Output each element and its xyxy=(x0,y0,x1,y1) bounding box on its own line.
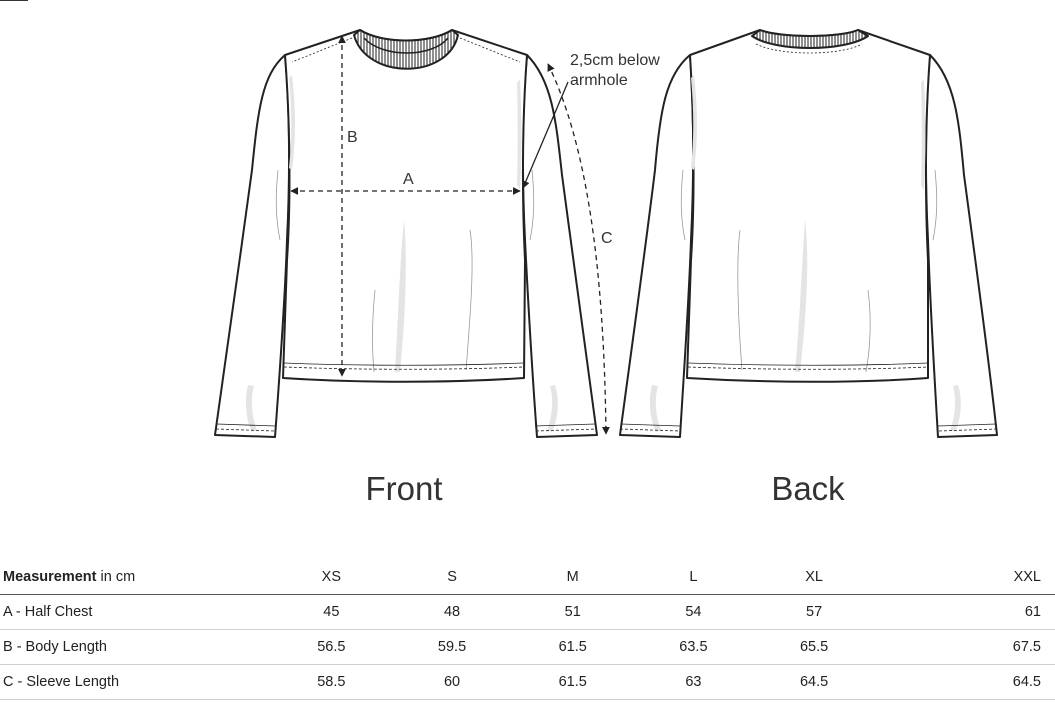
dimension-a-label: A xyxy=(403,171,414,188)
row-label: C - Sleeve Length xyxy=(0,664,271,700)
table-cell: 63 xyxy=(633,664,754,700)
table-cell: 59.5 xyxy=(391,629,513,665)
annotation-leader xyxy=(522,81,569,189)
back-collar xyxy=(751,29,869,49)
table-cell: 60 xyxy=(391,664,513,700)
front-right-sleeve xyxy=(521,54,598,438)
table-cell: 61 xyxy=(874,594,1055,630)
table-cell: 64.5 xyxy=(753,664,875,700)
measurement-header-unit: in cm xyxy=(96,569,136,585)
back-left-sleeve xyxy=(619,54,695,438)
table-cell: 65.5 xyxy=(753,629,875,665)
corner-mark xyxy=(0,0,28,1)
size-header-l: L xyxy=(633,560,754,595)
front-left-sleeve xyxy=(214,54,291,438)
back-body xyxy=(686,29,931,383)
table-cell: 58.5 xyxy=(271,664,392,700)
table-cell: 56.5 xyxy=(271,629,392,665)
table-cell: 61.5 xyxy=(512,664,634,700)
back-right-sleeve xyxy=(924,54,998,438)
front-body xyxy=(282,29,528,383)
table-cell: 61.5 xyxy=(512,629,634,665)
table-row: A - Half Chest 45 48 51 54 57 61 xyxy=(0,594,1055,630)
table-cell: 57 xyxy=(753,594,875,630)
dimension-c-line xyxy=(547,63,610,435)
dimension-c-label: C xyxy=(601,230,613,247)
front-collar xyxy=(353,29,459,70)
measurement-header-label: Measurement xyxy=(3,569,97,585)
size-header-s: S xyxy=(391,560,513,595)
dimension-b-label: B xyxy=(347,129,358,146)
row-label: A - Half Chest xyxy=(0,594,271,630)
back-view xyxy=(619,29,998,438)
dimension-lines xyxy=(290,35,610,435)
table-cell: 45 xyxy=(271,594,392,630)
front-view xyxy=(214,29,598,438)
table-cell: 48 xyxy=(391,594,513,630)
table-row: C - Sleeve Length 58.5 60 61.5 63 64.5 6… xyxy=(0,664,1055,700)
table-cell: 67.5 xyxy=(874,629,1055,665)
table-cell: 64.5 xyxy=(874,664,1055,700)
row-label: B - Body Length xyxy=(0,629,271,665)
size-header-xxl: XXL xyxy=(874,560,1055,595)
size-header-xl: XL xyxy=(753,560,875,595)
annotation-line-2: armhole xyxy=(570,72,628,89)
garment-drawing xyxy=(214,29,998,438)
table-row: B - Body Length 56.5 59.5 61.5 63.5 65.5… xyxy=(0,629,1055,665)
table-cell: 63.5 xyxy=(633,629,754,665)
table-header-row: Measurement in cm XS S M L XL XXL xyxy=(0,560,1055,595)
annotation-line-1: 2,5cm below xyxy=(570,52,660,69)
size-header-xs: XS xyxy=(271,560,392,595)
front-label: Front xyxy=(365,470,443,507)
table-cell: 51 xyxy=(512,594,634,630)
size-header-m: M xyxy=(512,560,634,595)
measurement-header: Measurement in cm xyxy=(0,560,271,595)
size-chart-table: Measurement in cm XS S M L XL XXL A - Ha… xyxy=(0,560,1055,700)
back-label: Back xyxy=(771,470,845,507)
table-cell: 54 xyxy=(633,594,754,630)
armhole-annotation: 2,5cm below armhole xyxy=(570,51,660,91)
